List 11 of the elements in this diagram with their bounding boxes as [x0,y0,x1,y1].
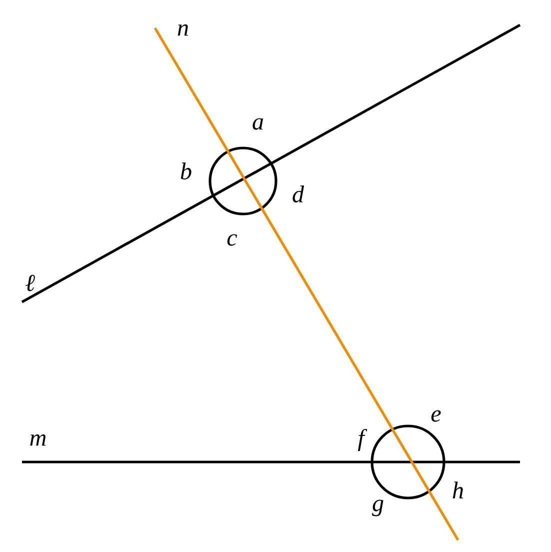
line-label: ℓ [26,274,35,292]
angle-label: e [431,410,441,422]
angle-label: b [180,162,192,180]
angle-label: d [292,186,304,202]
line-label: m [30,434,46,446]
angle-label: c [227,234,238,246]
angle-label: h [452,482,463,498]
angle-label: f [358,429,368,451]
angle-label: g [372,500,384,516]
line-label: n [178,24,188,36]
angle-label: a [252,118,264,130]
